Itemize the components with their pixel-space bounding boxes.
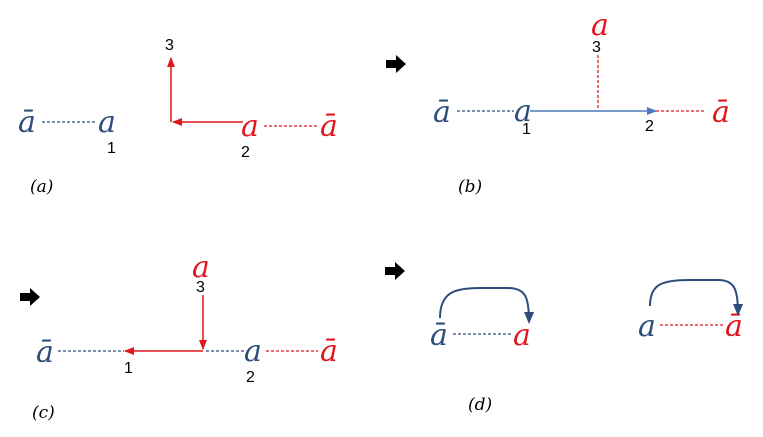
label-2: 2 (246, 369, 255, 386)
panel-a: ā a 1 3 a ā 2 (a) (18, 37, 338, 197)
a-symbol-blue: a (638, 309, 656, 344)
panel-b: ā a 1 ā 2 a 3 (b) (386, 8, 730, 197)
a-symbol-red: a (192, 250, 210, 285)
a-symbol-red: a (591, 8, 609, 43)
panel-c: ā 1 a 3 a 2 ā (c) (20, 250, 338, 423)
label-3: 3 (592, 39, 601, 56)
caption-b: (b) (458, 177, 482, 197)
abar-symbol-red: ā (320, 334, 338, 369)
a-symbol-blue: a (244, 334, 262, 369)
a-symbol-red: a (513, 318, 531, 353)
label-1: 1 (107, 140, 116, 157)
abar-symbol-blue: ā (433, 95, 451, 130)
abar-symbol-red: ā (725, 309, 743, 344)
curved-arrow-left-pair (439, 287, 534, 324)
panel-d: ā a a ā (d) (385, 262, 743, 415)
label-1: 1 (522, 121, 531, 138)
label-3: 3 (165, 37, 174, 54)
black-arrow-icon (386, 55, 406, 73)
curved-arrow-right-pair (649, 279, 743, 316)
label-2: 2 (241, 144, 250, 161)
a-symbol-blue: a (98, 105, 116, 140)
abar-symbol-red: ā (712, 95, 730, 130)
black-arrow-icon (385, 262, 405, 280)
abar-symbol-blue: ā (430, 318, 448, 353)
label-1: 1 (124, 360, 133, 377)
caption-c: (c) (32, 403, 55, 423)
abar-symbol-red: ā (320, 109, 338, 144)
caption-a: (a) (30, 177, 53, 197)
label-2: 2 (645, 118, 654, 135)
black-arrow-icon (20, 288, 40, 306)
caption-d: (d) (468, 395, 492, 415)
abar-symbol-blue: ā (36, 335, 54, 370)
abar-symbol-blue: ā (18, 105, 36, 140)
a-symbol-blue: a (514, 94, 532, 129)
a-symbol-red: a (241, 109, 259, 144)
label-3: 3 (196, 279, 205, 296)
